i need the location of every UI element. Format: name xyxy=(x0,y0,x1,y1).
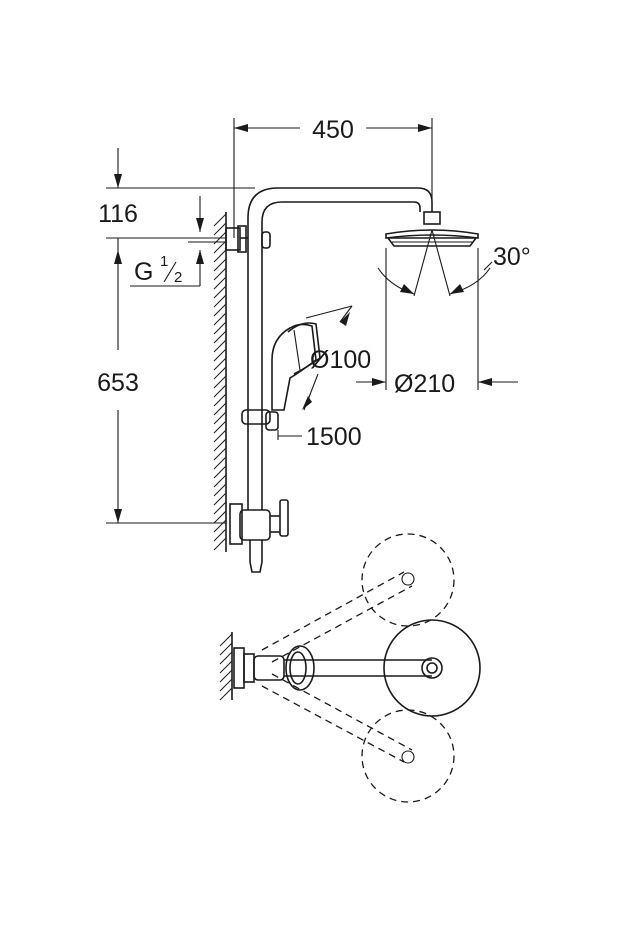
wall-hatch-line xyxy=(213,249,227,263)
wall-hatch-line xyxy=(213,438,227,452)
wall-hatch-line xyxy=(213,501,227,515)
wall-hatch-line xyxy=(213,510,227,524)
hose-length-label: 1500 xyxy=(306,423,362,451)
wall-hatch-line xyxy=(219,660,233,674)
width-label: 450 xyxy=(312,116,354,144)
wall-hatch-line xyxy=(213,303,227,317)
wall-hatch-line xyxy=(213,375,227,389)
wall-hatch-line xyxy=(213,330,227,344)
head-diameter-label: Ø210 xyxy=(394,370,455,398)
wall-hatch-line xyxy=(213,456,227,470)
wall-hatch-line xyxy=(213,213,227,227)
wall-hatch-line xyxy=(213,528,227,542)
thread-label: G xyxy=(134,258,153,286)
wall-hatch-line xyxy=(219,669,233,683)
wall-hatch-line xyxy=(219,642,233,656)
wall-hatch-line xyxy=(213,393,227,407)
thread-connection-callout: G 1 2 xyxy=(130,196,226,287)
hand-shower-diameter-label: Ø100 xyxy=(310,346,371,374)
wall-hatch-line xyxy=(213,519,227,533)
angle-label: 30° xyxy=(493,243,531,271)
wall-section xyxy=(213,212,227,552)
wall-hatch-line xyxy=(219,651,233,665)
dimension-width-450: 450 xyxy=(233,116,433,238)
dimension-height-653: 653 xyxy=(97,250,226,524)
wall-hatch-line xyxy=(213,465,227,479)
wall-hatch-line xyxy=(219,687,233,701)
wall-hatch-line xyxy=(213,411,227,425)
wall-hatch-line xyxy=(213,429,227,443)
wall-hatch-line xyxy=(213,276,227,290)
dimension-height-116: 116 xyxy=(98,148,255,250)
wall-hatch-line xyxy=(213,258,227,272)
height-outlet-label: 653 xyxy=(97,369,139,397)
wall-hatch-line xyxy=(213,366,227,380)
wall-hatch-line xyxy=(213,312,227,326)
wall-hatch-line xyxy=(213,240,227,254)
height-top-label: 116 xyxy=(98,200,138,228)
wall-hatch-line xyxy=(213,321,227,335)
wall-hatch-line xyxy=(219,633,233,647)
hose-length-callout: 1500 xyxy=(277,423,362,451)
dimension-hand-shower-100: Ø100 xyxy=(302,305,371,411)
wall-hatch-line xyxy=(213,384,227,398)
plan-view xyxy=(219,533,481,803)
dimension-head-210: Ø210 xyxy=(356,248,518,398)
wall-hatch-line xyxy=(213,474,227,488)
wall-hatch-line xyxy=(213,483,227,497)
wall-hatch-line xyxy=(213,492,227,506)
thread-denominator: 2 xyxy=(174,269,182,286)
wall-hatch-line xyxy=(213,537,227,551)
shower-column xyxy=(225,187,433,573)
dimension-angle-30: 30° xyxy=(377,229,531,297)
wall-hatch-line xyxy=(213,339,227,353)
wall-hatch-line xyxy=(219,678,233,692)
wall-hatch-line xyxy=(213,447,227,461)
wall-hatch-line xyxy=(213,420,227,434)
hand-shower xyxy=(271,322,321,411)
wall-hatch-line xyxy=(213,402,227,416)
wall-hatch-line xyxy=(213,294,227,308)
rain-shower-head xyxy=(385,211,479,247)
wall-hatch-line xyxy=(213,285,227,299)
wall-hatch-line xyxy=(213,267,227,281)
wall-hatch-line xyxy=(213,357,227,371)
wall-hatch-line xyxy=(213,222,227,236)
thread-numerator: 1 xyxy=(160,253,168,270)
wall-hatch-line xyxy=(213,231,227,245)
wall-hatch-line xyxy=(213,348,227,362)
